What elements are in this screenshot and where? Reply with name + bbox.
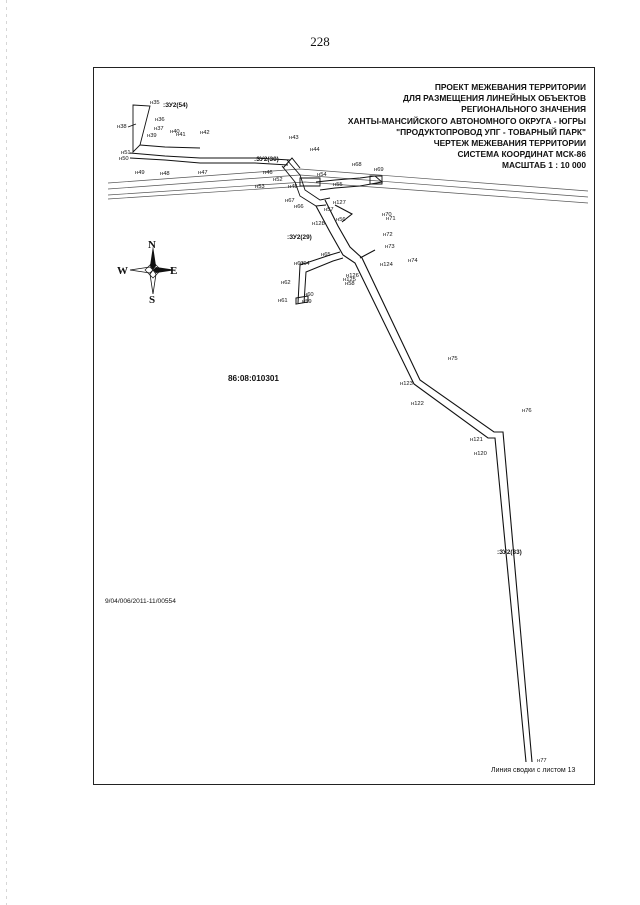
point-label: н77 bbox=[537, 758, 547, 764]
title-line: ЧЕРТЕЖ МЕЖЕВАНИЯ ТЕРРИТОРИИ bbox=[433, 138, 586, 149]
point-label: н124 bbox=[380, 262, 394, 268]
point-label: н41 bbox=[176, 132, 186, 138]
corridor-main bbox=[315, 199, 533, 763]
compass-n: N bbox=[148, 239, 156, 251]
point-label: н39 bbox=[147, 133, 157, 139]
point-label: н48 bbox=[160, 171, 170, 177]
point-label: н75 bbox=[448, 356, 458, 362]
point-label: н42 bbox=[200, 130, 210, 136]
point-label: н70 bbox=[382, 212, 392, 218]
point-label: н66 bbox=[294, 204, 304, 210]
point-label: н43 bbox=[289, 135, 299, 141]
title-line: ХАНТЫ-МАНСИЙСКОГО АВТОНОМНОГО ОКРУГА - Ю… bbox=[347, 115, 586, 126]
point-label: н72 bbox=[383, 232, 393, 238]
point-label: н61 bbox=[278, 298, 288, 304]
point-label: н120 bbox=[474, 451, 487, 457]
point-label: н125 bbox=[343, 277, 356, 283]
title-line: ДЛЯ РАЗМЕЩЕНИЯ ЛИНЕЙНЫХ ОБЪЕКТОВ bbox=[402, 93, 586, 104]
point-label: н45 bbox=[288, 184, 298, 190]
point-label: н36 bbox=[155, 117, 165, 123]
title-line: РЕГИОНАЛЬНОГО ЗНАЧЕНИЯ bbox=[461, 104, 586, 115]
point-label: н62 bbox=[281, 280, 291, 286]
point-label: н121 bbox=[470, 437, 483, 443]
cadastral-quarter-number: 86:08:010301 bbox=[228, 374, 279, 383]
point-label: н46 bbox=[263, 170, 273, 176]
title-line: МАСШТАБ 1 : 10 000 bbox=[502, 160, 586, 171]
parcel-zu29-branch bbox=[295, 251, 344, 305]
point-label: н127 bbox=[333, 200, 346, 206]
point-label: н56 bbox=[336, 217, 346, 223]
point-label: н57 bbox=[324, 207, 334, 213]
road-lines bbox=[107, 168, 589, 204]
point-label: н52 bbox=[273, 177, 283, 183]
point-label: н47 bbox=[198, 170, 208, 176]
title-line: СИСТЕМА КООРДИНАТ МСК-86 bbox=[457, 149, 586, 160]
parcel-label: :ЗУ2(54) bbox=[163, 102, 188, 109]
point-label: н50 bbox=[119, 156, 129, 162]
point-label: н123 bbox=[400, 381, 413, 387]
parcel-label: :ЗУ2(33) bbox=[497, 549, 522, 556]
drawing-frame bbox=[93, 67, 595, 785]
compass-rose: N S W E bbox=[117, 239, 177, 306]
compass-e: E bbox=[170, 265, 177, 277]
point-label: н73 bbox=[385, 244, 395, 250]
title-block: ПРОЕКТ МЕЖЕВАНИЯ ТЕРРИТОРИИ ДЛЯ РАЗМЕЩЕН… bbox=[286, 82, 586, 172]
junction-area bbox=[281, 159, 384, 207]
compass-s: S bbox=[149, 294, 155, 306]
point-label: н58 bbox=[345, 281, 355, 287]
point-label: н40 bbox=[170, 129, 180, 135]
point-label: н74 bbox=[408, 258, 418, 264]
point-label: н38 bbox=[117, 124, 127, 130]
compass-w: W bbox=[117, 265, 128, 277]
point-label: н37 bbox=[154, 126, 164, 132]
point-label: н54 bbox=[317, 172, 327, 178]
title-line: "ПРОДУКТОПРОВОД УПГ - ТОВАРНЫЙ ПАРК" bbox=[396, 126, 586, 137]
point-label: н35 bbox=[150, 100, 160, 106]
point-label: н122 bbox=[411, 401, 424, 407]
point-label: н59 bbox=[302, 299, 312, 305]
point-label: н60 bbox=[304, 292, 314, 298]
point-label: н126 bbox=[346, 273, 359, 279]
parcel-label: :ЗУ2(30) bbox=[254, 156, 279, 163]
point-label: н49 bbox=[135, 170, 145, 176]
point-label: н53 bbox=[255, 184, 265, 190]
point-label: н51 bbox=[121, 150, 131, 156]
parcel-zu54-outline bbox=[127, 104, 151, 154]
point-label: н63 bbox=[294, 261, 304, 267]
point-label: н76 bbox=[522, 408, 532, 414]
point-label: н68 bbox=[352, 162, 362, 168]
point-label: н55 bbox=[333, 182, 343, 188]
registration-note: 9/04/006/2011-11/00554 bbox=[105, 598, 176, 605]
corridor-west bbox=[129, 144, 301, 169]
point-label: н71 bbox=[386, 216, 396, 222]
point-label: н64 bbox=[300, 261, 310, 267]
page-number: 228 bbox=[310, 34, 330, 49]
parcel-label: :ЗУ2(29) bbox=[287, 234, 312, 241]
point-label: н65 bbox=[321, 252, 331, 258]
point-label: н128 bbox=[312, 221, 325, 227]
point-labels: н35 н36 н37 н38 н39 н40 н41 н42 н43 н44 … bbox=[117, 100, 547, 764]
scan-margin-dots bbox=[6, 0, 10, 905]
point-label: н67 bbox=[285, 198, 295, 204]
point-label: н69 bbox=[374, 167, 384, 173]
join-line-label: Линия сводки с листом 13 bbox=[491, 767, 576, 774]
point-label: н44 bbox=[310, 147, 320, 153]
title-line: ПРОЕКТ МЕЖЕВАНИЯ ТЕРРИТОРИИ bbox=[434, 82, 586, 92]
